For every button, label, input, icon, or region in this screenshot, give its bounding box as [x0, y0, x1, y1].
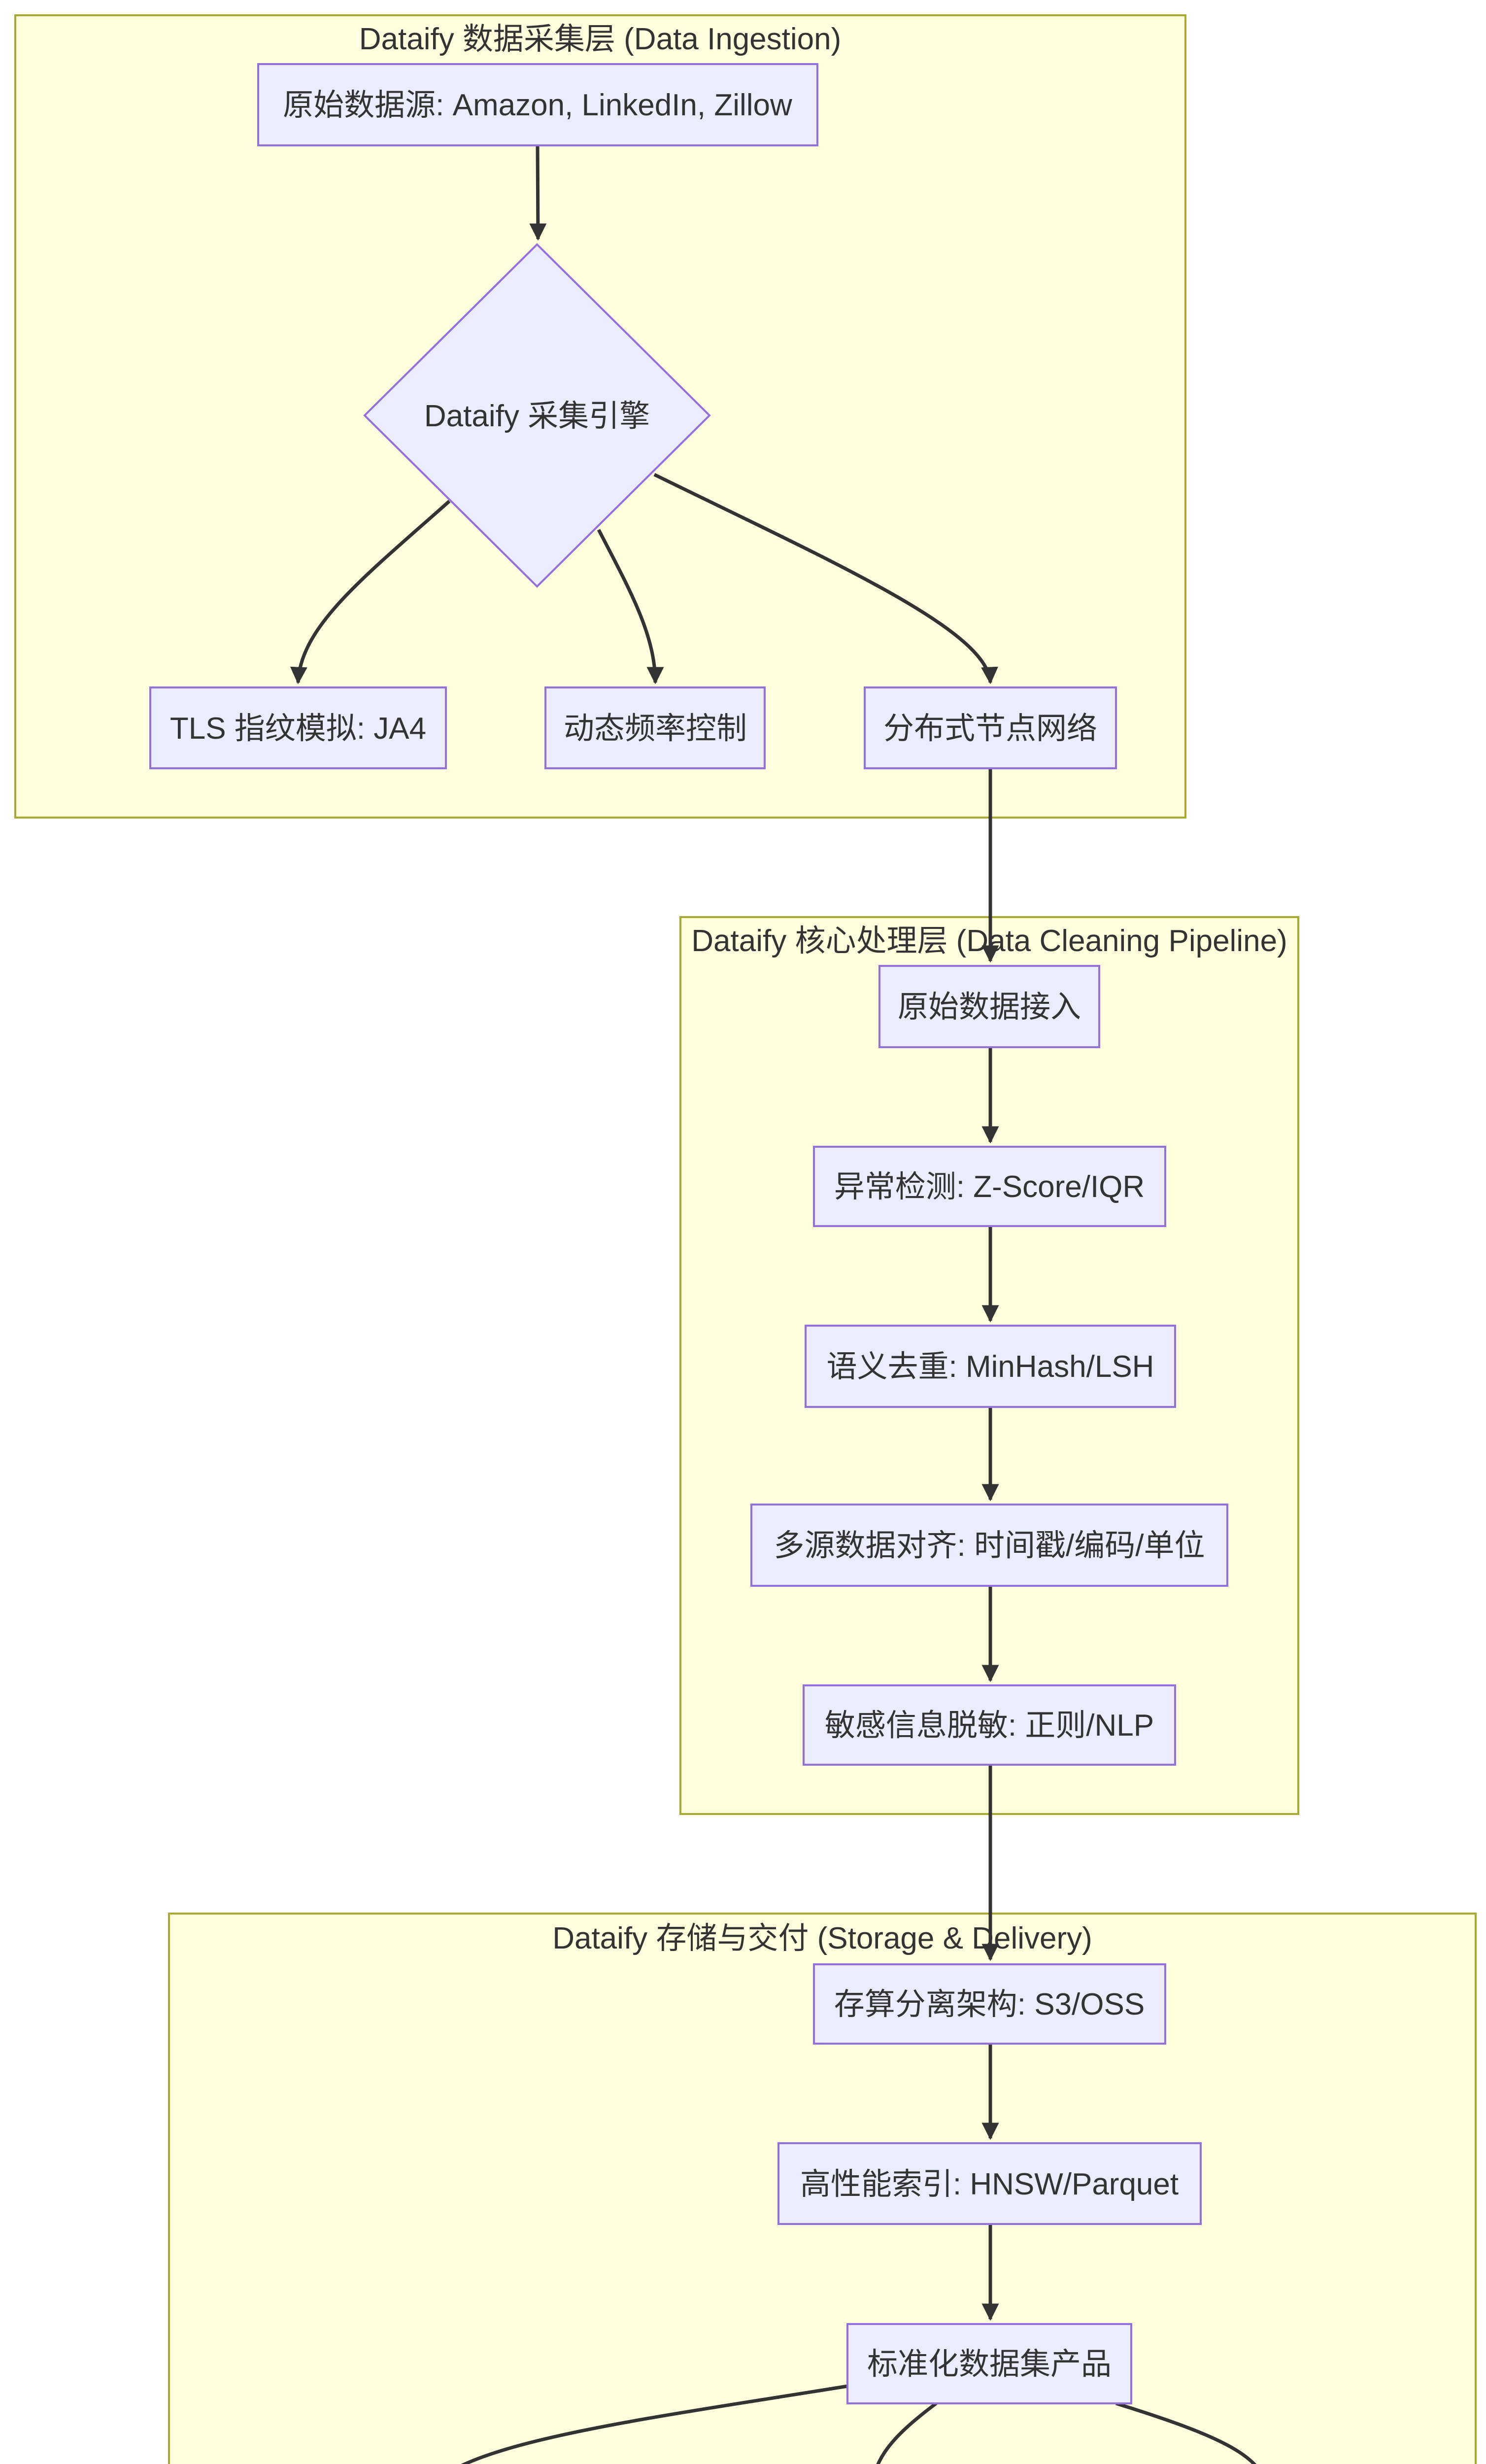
node-label: 标准化数据集产品 — [867, 2347, 1112, 2381]
edge-product-linkedin — [876, 2402, 938, 2464]
node-semantic-dedup[interactable]: 语义去重: MinHash/LSH — [805, 1325, 1176, 1408]
subgraph-title-ingestion: Dataify 数据采集层 (Data Ingestion) — [359, 22, 842, 56]
node-label: 存算分离架构: S3/OSS — [834, 1987, 1145, 2021]
node-sensitive-masking[interactable]: 敏感信息脱敏: 正则/NLP — [803, 1684, 1176, 1766]
node-label: 多源数据对齐: 时间戳/编码/单位 — [774, 1529, 1205, 1563]
node-label: 动态频率控制 — [564, 712, 747, 746]
node-tls-fingerprint[interactable]: TLS 指纹模拟: JA4 — [149, 686, 447, 769]
node-anomaly-detection[interactable]: 异常检测: Z-Score/IQR — [813, 1146, 1166, 1227]
node-label: 高性能索引: HNSW/Parquet — [800, 2167, 1179, 2201]
node-storage-compute-arch[interactable]: 存算分离架构: S3/OSS — [813, 1963, 1166, 2045]
node-label: 语义去重: MinHash/LSH — [827, 1350, 1154, 1384]
subgraph-title-storage: Dataify 存储与交付 (Storage & Delivery) — [552, 1921, 1092, 1955]
node-raw-data-sources[interactable]: 原始数据源: Amazon, LinkedIn, Zillow — [257, 63, 818, 146]
node-distributed-network[interactable]: 分布式节点网络 — [864, 686, 1117, 769]
node-standard-dataset-product[interactable]: 标准化数据集产品 — [846, 2323, 1132, 2404]
node-label: TLS 指纹模拟: JA4 — [170, 712, 426, 746]
edge-product-zillow — [1115, 2401, 1257, 2464]
node-label: Dataify 采集引擎 — [424, 399, 650, 433]
node-label: 异常检测: Z-Score/IQR — [834, 1170, 1145, 1204]
node-collection-engine[interactable]: Dataify 采集引擎 — [363, 243, 711, 588]
node-label: 分布式节点网络 — [883, 712, 1097, 746]
edge-product-amazon — [461, 2384, 848, 2464]
node-raw-data-intake[interactable]: 原始数据接入 — [878, 965, 1100, 1048]
edge-engine-network — [653, 473, 998, 684]
node-label: 原始数据接入 — [898, 990, 1081, 1024]
node-label: 敏感信息脱敏: 正则/NLP — [825, 1709, 1154, 1743]
edges — [290, 145, 1257, 2464]
node-high-perf-index[interactable]: 高性能索引: HNSW/Parquet — [777, 2142, 1202, 2225]
edge-engine-tls — [290, 500, 451, 684]
edge-engine-rate — [597, 529, 664, 684]
node-multi-source-align[interactable]: 多源数据对齐: 时间戳/编码/单位 — [750, 1504, 1228, 1587]
node-label: 原始数据源: Amazon, LinkedIn, Zillow — [283, 88, 792, 122]
node-rate-control[interactable]: 动态频率控制 — [544, 686, 766, 769]
